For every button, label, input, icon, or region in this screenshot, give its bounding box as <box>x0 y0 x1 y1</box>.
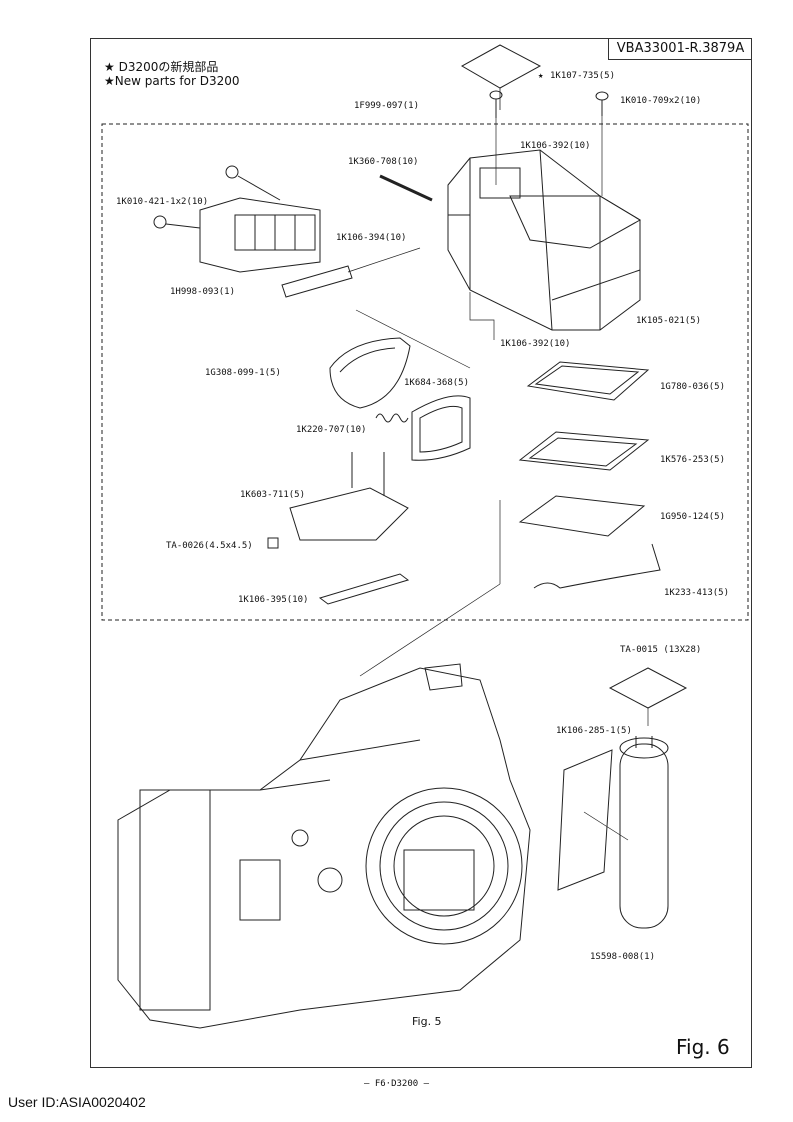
tape-strip-part <box>281 265 353 298</box>
part-label: 1G780-036(5) <box>660 382 726 392</box>
camera-body-part <box>117 663 531 1029</box>
document-id: VBA33001-R.3879A <box>608 38 752 60</box>
mirror-box-part <box>447 149 641 331</box>
part-label: 1K107-735(5) <box>550 71 616 81</box>
subassembly-boundary <box>101 123 749 621</box>
legend-jp: ★ D3200の新規部品 <box>104 60 219 74</box>
pin-part <box>379 174 433 202</box>
leader-line <box>355 309 471 369</box>
leader-line <box>347 247 421 273</box>
part-label: 1F999-097(1) <box>354 101 420 111</box>
star-icon: ★ <box>538 71 544 81</box>
focusing-screen-part <box>526 361 650 401</box>
sub-mirror-frame-part <box>411 395 471 461</box>
label-sheet-part <box>460 44 542 89</box>
tape-square-part <box>267 537 279 549</box>
leader-line <box>359 583 501 677</box>
part-label: 1K010-709x2(10) <box>620 96 702 106</box>
leader-line <box>583 811 629 841</box>
part-label: 1K106-392(10) <box>520 141 591 151</box>
legend-en: ★New parts for D3200 <box>104 74 240 88</box>
part-label: 1K106-394(10) <box>336 233 407 243</box>
screw-part <box>595 91 609 116</box>
shutter-unit-part <box>199 197 321 273</box>
screw-part <box>225 165 281 201</box>
part-label: 1K220-707(10) <box>296 425 367 435</box>
figure-label-outer: Fig. 6 <box>676 1035 730 1059</box>
part-label: TA-0015 (13X28) <box>620 645 702 655</box>
mirror-part <box>329 337 411 409</box>
frame-mask-part <box>518 431 650 471</box>
part-label: 1K684-368(5) <box>404 378 470 388</box>
part-label: 1G308-099-1(5) <box>205 368 281 378</box>
screw-part <box>153 215 201 229</box>
tape-sheet-part <box>557 749 613 891</box>
part-label: 1K010-421-1x2(10) <box>116 197 209 207</box>
part-label: 1K576-253(5) <box>660 455 726 465</box>
condenser-lens-part <box>518 495 646 537</box>
tape-diamond-part <box>608 667 688 709</box>
part-label: 1K106-392(10) <box>500 339 571 349</box>
part-label: 1K106-395(10) <box>238 595 309 605</box>
part-label: 1K233-413(5) <box>664 588 730 598</box>
screw-part <box>489 90 503 118</box>
figure-label-inner: Fig. 5 <box>412 1015 442 1028</box>
part-label: TA-0026(4.5x4.5) <box>166 541 253 551</box>
capacitor-part <box>619 736 669 929</box>
part-label: 1K106-285-1(5) <box>556 726 632 736</box>
part-label: 1S598-008(1) <box>590 952 656 962</box>
user-id: User ID:ASIA0020402 <box>8 1094 146 1110</box>
part-label: 1K105-021(5) <box>636 316 702 326</box>
part-label: 1K603-711(5) <box>240 490 306 500</box>
wire-spring-part <box>533 543 661 589</box>
part-label: 1H998-093(1) <box>170 287 236 297</box>
page-footer: — F6·D3200 — <box>363 1079 430 1089</box>
part-label: 1K360-708(10) <box>348 157 419 167</box>
part-label: 1G950-124(5) <box>660 512 726 522</box>
tape-strip-part <box>318 573 410 605</box>
leader-line <box>469 292 495 340</box>
page-frame <box>90 38 752 1068</box>
spring-part <box>375 413 409 423</box>
bracket-part <box>289 452 409 541</box>
